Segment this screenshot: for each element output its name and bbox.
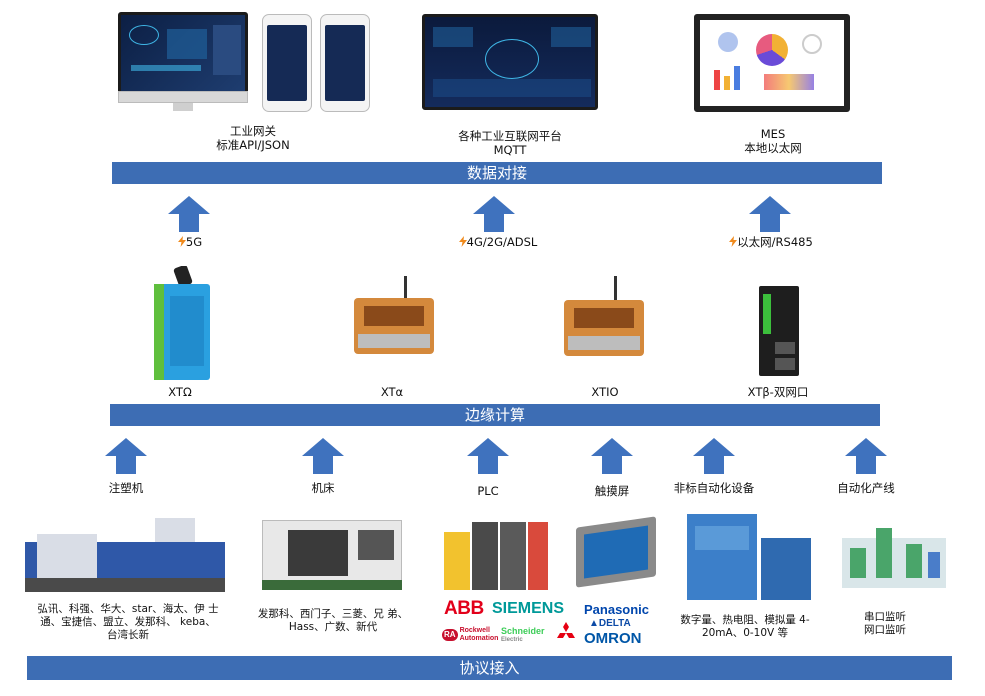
platform-gateway-visual (118, 12, 378, 116)
abb-logo: ABB (444, 598, 484, 619)
up-arrow-icon (845, 438, 887, 474)
source-nonstandard-label: 非标自动化设备 (673, 481, 755, 495)
delta-triangle-icon: ▲ (589, 618, 599, 629)
desktop-monitor-image (118, 12, 248, 94)
platform-iot-subtitle: MQTT (493, 143, 527, 157)
platform-gateway-title: 工业网关 (230, 124, 276, 138)
omron-logo: OMRON (584, 630, 642, 647)
source-injection-label: 注塑机 (108, 481, 144, 495)
device-xt-beta-label: XTβ-双网口 (747, 385, 809, 399)
platform-gateway-subtitle: 标准API/JSON (216, 138, 290, 152)
source-production-line-label: 自动化产线 (837, 481, 895, 495)
machine-tool-image (258, 512, 410, 594)
up-arrow-icon (749, 196, 791, 232)
platform-iot-title: 各种工业互联网平台 (458, 129, 562, 143)
link-ethernet-label: 以太网/RS485 (737, 235, 813, 249)
rockwell-badge: RA (442, 629, 458, 641)
device-xt-omega-label: XTΩ (168, 385, 192, 399)
edge-computing-bar: 边缘计算 (110, 404, 880, 426)
mitsubishi-logo (557, 622, 575, 638)
plc-image (432, 512, 554, 594)
up-arrow-icon (302, 438, 344, 474)
device-xt-alpha-label: XTα (380, 385, 404, 399)
phone-image-2 (320, 14, 370, 112)
panasonic-logo: Panasonic (584, 602, 650, 617)
delta-logo: ▲DELTA (589, 618, 631, 629)
source-machine-tool-label: 机床 (311, 481, 335, 495)
up-arrow-icon (473, 196, 515, 232)
nonstandard-signal-desc: 数字量、热电阻、模拟量 4- 20mA、0-10V 等 (680, 614, 810, 639)
up-arrow-icon (168, 196, 210, 232)
mes-tablet-image (694, 14, 850, 112)
phone-image-1 (262, 14, 312, 112)
up-arrow-icon (591, 438, 633, 474)
link-4g-label: 4G/2G/ADSL (466, 235, 538, 249)
touchscreen-image (568, 512, 664, 594)
production-line-monitor-desc: 串口监听 网口监听 (864, 611, 906, 636)
device-xtio-label: XTIO (591, 385, 619, 399)
lightning-icon (458, 236, 467, 247)
up-arrow-icon (467, 438, 509, 474)
device-xt-beta-image (757, 286, 801, 376)
platform-mes-title: MES (760, 127, 786, 141)
injection-machine-image (25, 512, 235, 594)
link-5g-label: 5G (185, 235, 203, 249)
machine-tool-brands-desc: 发那科、西门子、三菱、兄 弟、 Hass、广数、新代 (257, 608, 409, 633)
source-touchscreen-label: 触摸屏 (594, 484, 630, 498)
nonstandard-equipment-image (677, 508, 820, 608)
device-xt-omega-image (150, 266, 212, 380)
injection-brands-desc: 弘讯、科强、华大、star、海太、伊 士 通、宝捷信、盟立、发那科、 keba、… (37, 603, 219, 641)
siemens-logo: SIEMENS (492, 600, 565, 617)
lightning-icon (177, 236, 186, 247)
up-arrow-icon (693, 438, 735, 474)
source-plc-label: PLC (477, 484, 499, 498)
lightning-icon (729, 236, 738, 247)
schneider-logo: Schneider Electric (501, 626, 545, 644)
platform-mes-subtitle: 本地以太网 (744, 141, 802, 155)
protocol-access-bar: 协议接入 (27, 656, 952, 680)
platform-dashboard-image (422, 14, 598, 110)
up-arrow-icon (105, 438, 147, 474)
device-xt-alpha-image (352, 276, 436, 358)
data-integration-bar: 数据对接 (112, 162, 882, 184)
device-xtio-image (562, 276, 646, 364)
production-line-image (836, 508, 952, 608)
